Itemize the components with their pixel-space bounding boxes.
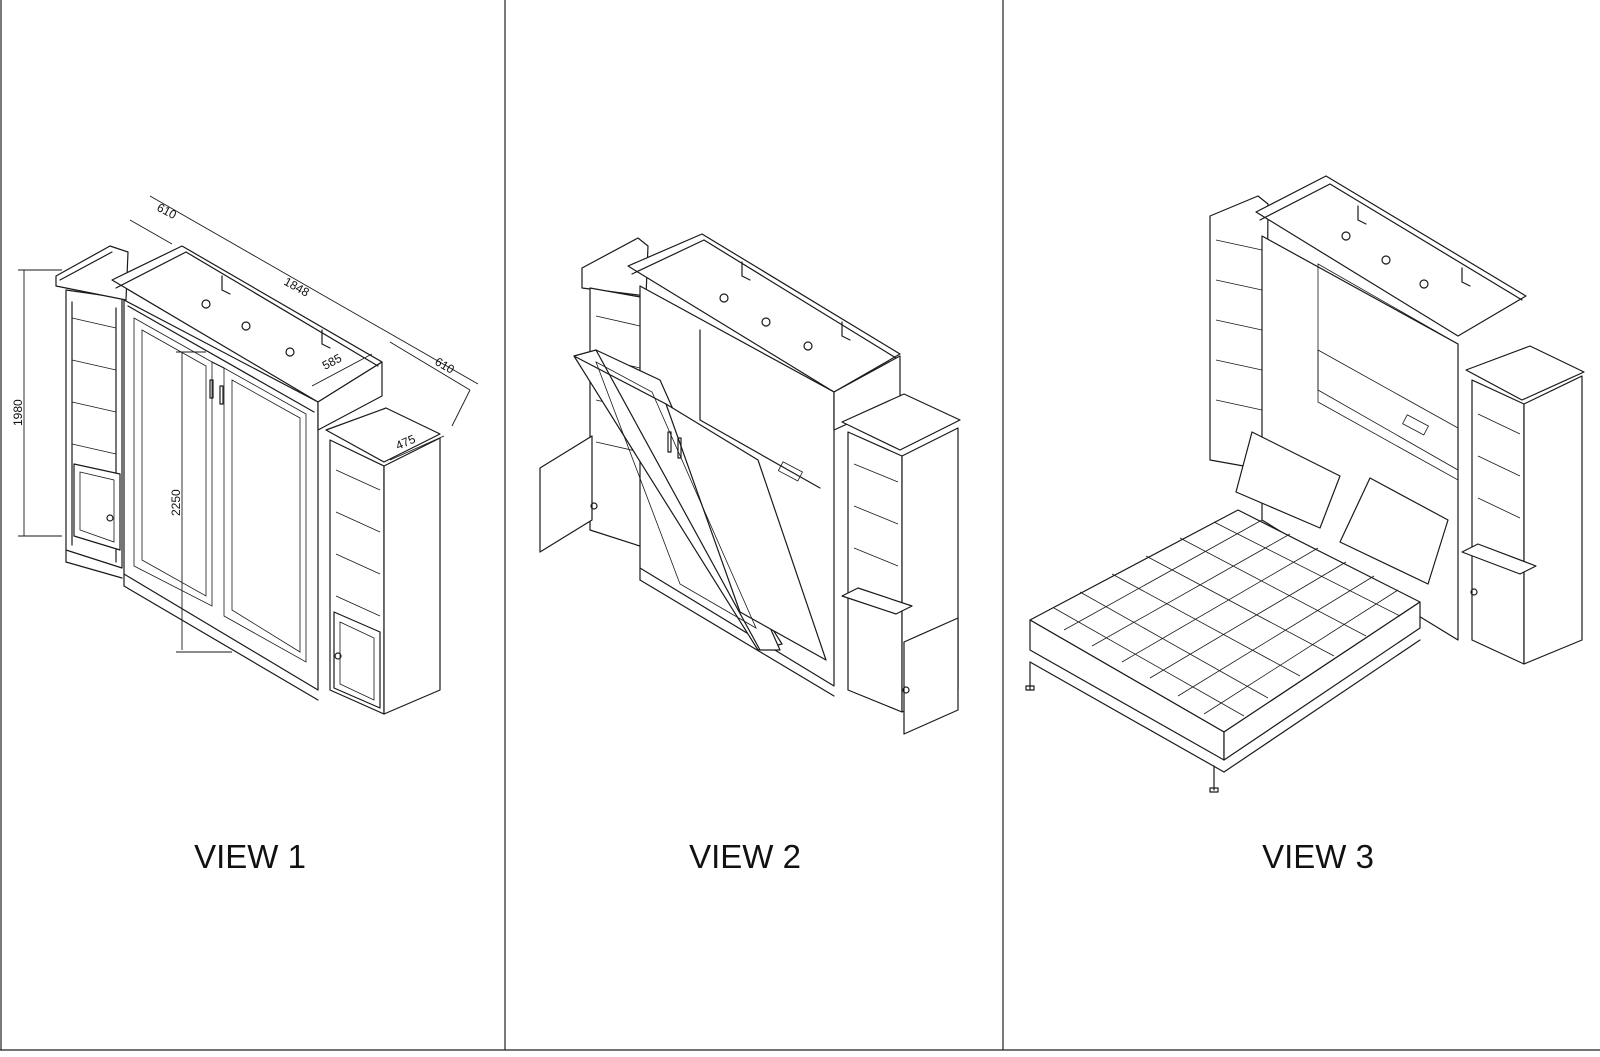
left-side-cabinet	[55, 245, 129, 579]
dim-depth-left: 610	[155, 200, 180, 222]
view-2-central-cabinet	[573, 233, 901, 697]
view-1-drawing	[18, 195, 479, 715]
view-1-dimensions	[18, 195, 479, 653]
view-3-right-cabinet	[1461, 345, 1585, 665]
dim-height-bed: 2250	[169, 489, 183, 516]
view-3-drawing	[1025, 175, 1585, 793]
view-3-left-cabinet	[1209, 195, 1269, 471]
right-side-cabinet	[325, 407, 441, 715]
bed-mattress	[1025, 431, 1449, 793]
view-3-label: VIEW 3	[1262, 838, 1374, 875]
dim-height-cabinet: 1980	[11, 399, 25, 426]
central-bed-cabinet	[111, 245, 383, 701]
view-2-label: VIEW 2	[689, 838, 801, 875]
dim-depth-right: 610	[433, 354, 458, 376]
view-labels: VIEW 1 VIEW 2 VIEW 3	[194, 838, 1374, 875]
view-2-right-cabinet	[841, 393, 961, 735]
view-2-drawing	[539, 233, 961, 735]
view-1-label: VIEW 1	[194, 838, 306, 875]
dim-width-overall: 1848	[282, 274, 312, 299]
